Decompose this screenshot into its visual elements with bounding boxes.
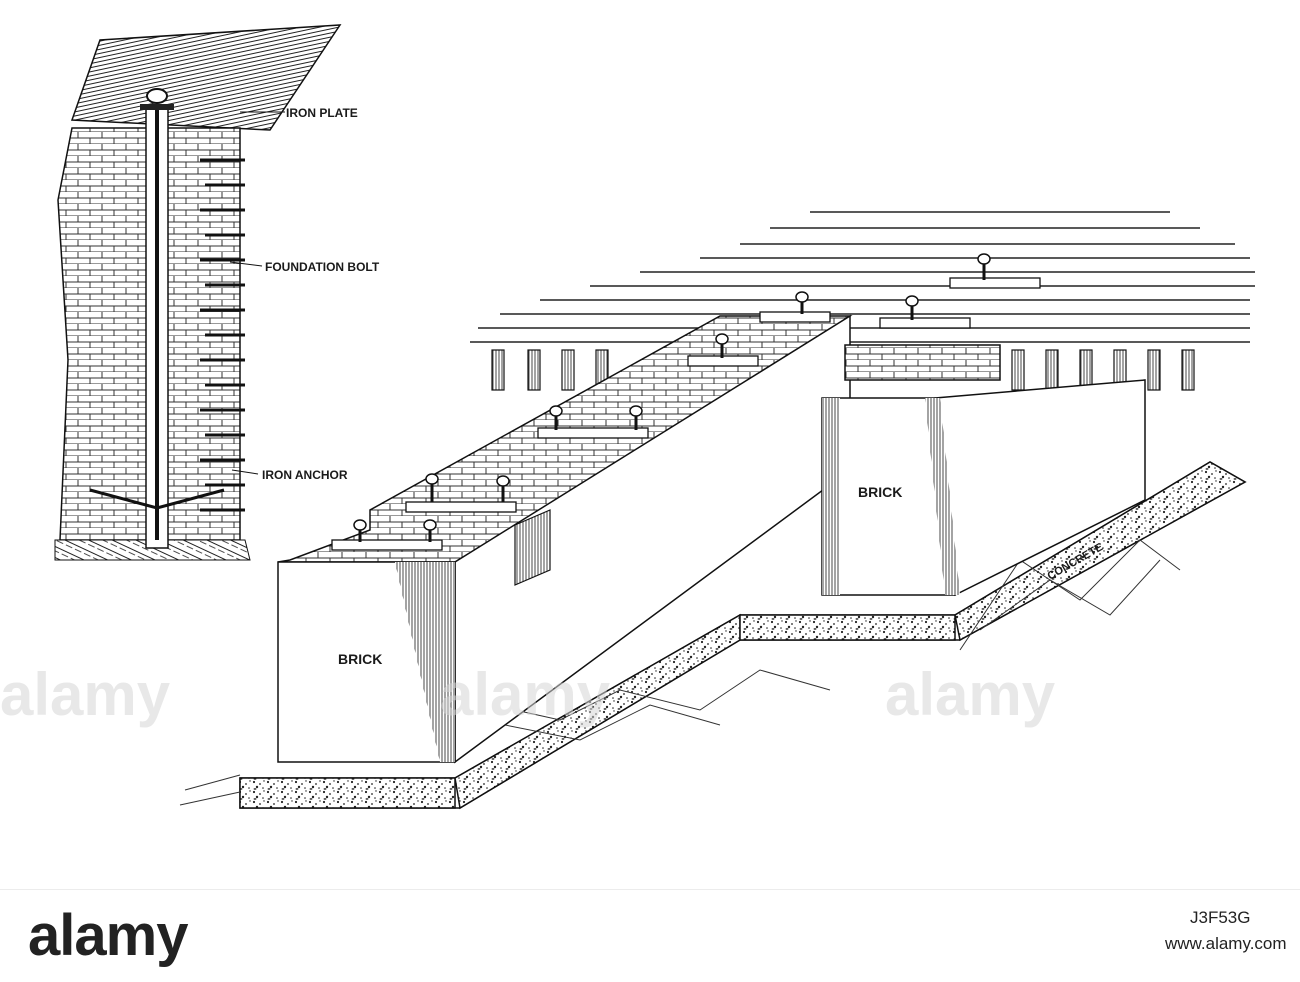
bolt-icon [629, 405, 643, 430]
footer-bar: alamy J3F53G www.alamy.com [0, 889, 1300, 982]
label-brick-rear: BRICK [858, 484, 902, 500]
bolt-icon [795, 291, 809, 314]
pier-notch [514, 509, 551, 586]
label-brick-front: BRICK [338, 651, 382, 667]
bolt-icon [977, 253, 991, 280]
watermark: alamy [885, 661, 1056, 728]
bolt-icon [715, 333, 729, 358]
bolt-icon [423, 519, 437, 542]
alamy-logo: alamy [28, 903, 188, 968]
bolt-icon [496, 475, 510, 502]
section-detail: IRON PLATE FOUNDATION BOLT IRON ANCHOR [54, 24, 380, 561]
long-pier-front-shade [395, 562, 455, 762]
bolt-icon [425, 473, 439, 502]
floor-joists [491, 349, 1195, 391]
rear-pier-shade [822, 398, 840, 595]
label-iron-anchor: IRON ANCHOR [262, 468, 348, 482]
watermark: alamy [0, 661, 171, 728]
ground-shading [179, 539, 1181, 806]
iron-anchor-icon [89, 488, 225, 510]
bolt-icon [353, 519, 367, 542]
perspective-view: BRICK BRICK CONCRETE [179, 211, 1255, 810]
rear-pier-top [844, 344, 1001, 381]
iron-plate-icon [140, 104, 174, 110]
wall-stepped-edge [200, 158, 245, 512]
bolt-icon [549, 405, 563, 430]
rear-pier-side [934, 379, 1146, 597]
floor-timber [70, 24, 342, 131]
label-iron-plate: IRON PLATE [286, 106, 358, 120]
site-url[interactable]: www.alamy.com [1165, 934, 1287, 953]
watermark: alamy [440, 661, 611, 728]
floor-planks [470, 211, 1255, 343]
concrete-footing-mid [739, 614, 956, 641]
image-id: J3F53G [1190, 908, 1251, 927]
pier-bolts [331, 253, 1041, 551]
section-ground [54, 539, 251, 561]
label-foundation-bolt: FOUNDATION BOLT [265, 260, 380, 274]
bolt-head-icon [146, 88, 168, 104]
rear-pier-shade-2 [925, 398, 960, 595]
concrete-footing-front [239, 777, 456, 809]
bolt-icon [905, 295, 919, 320]
